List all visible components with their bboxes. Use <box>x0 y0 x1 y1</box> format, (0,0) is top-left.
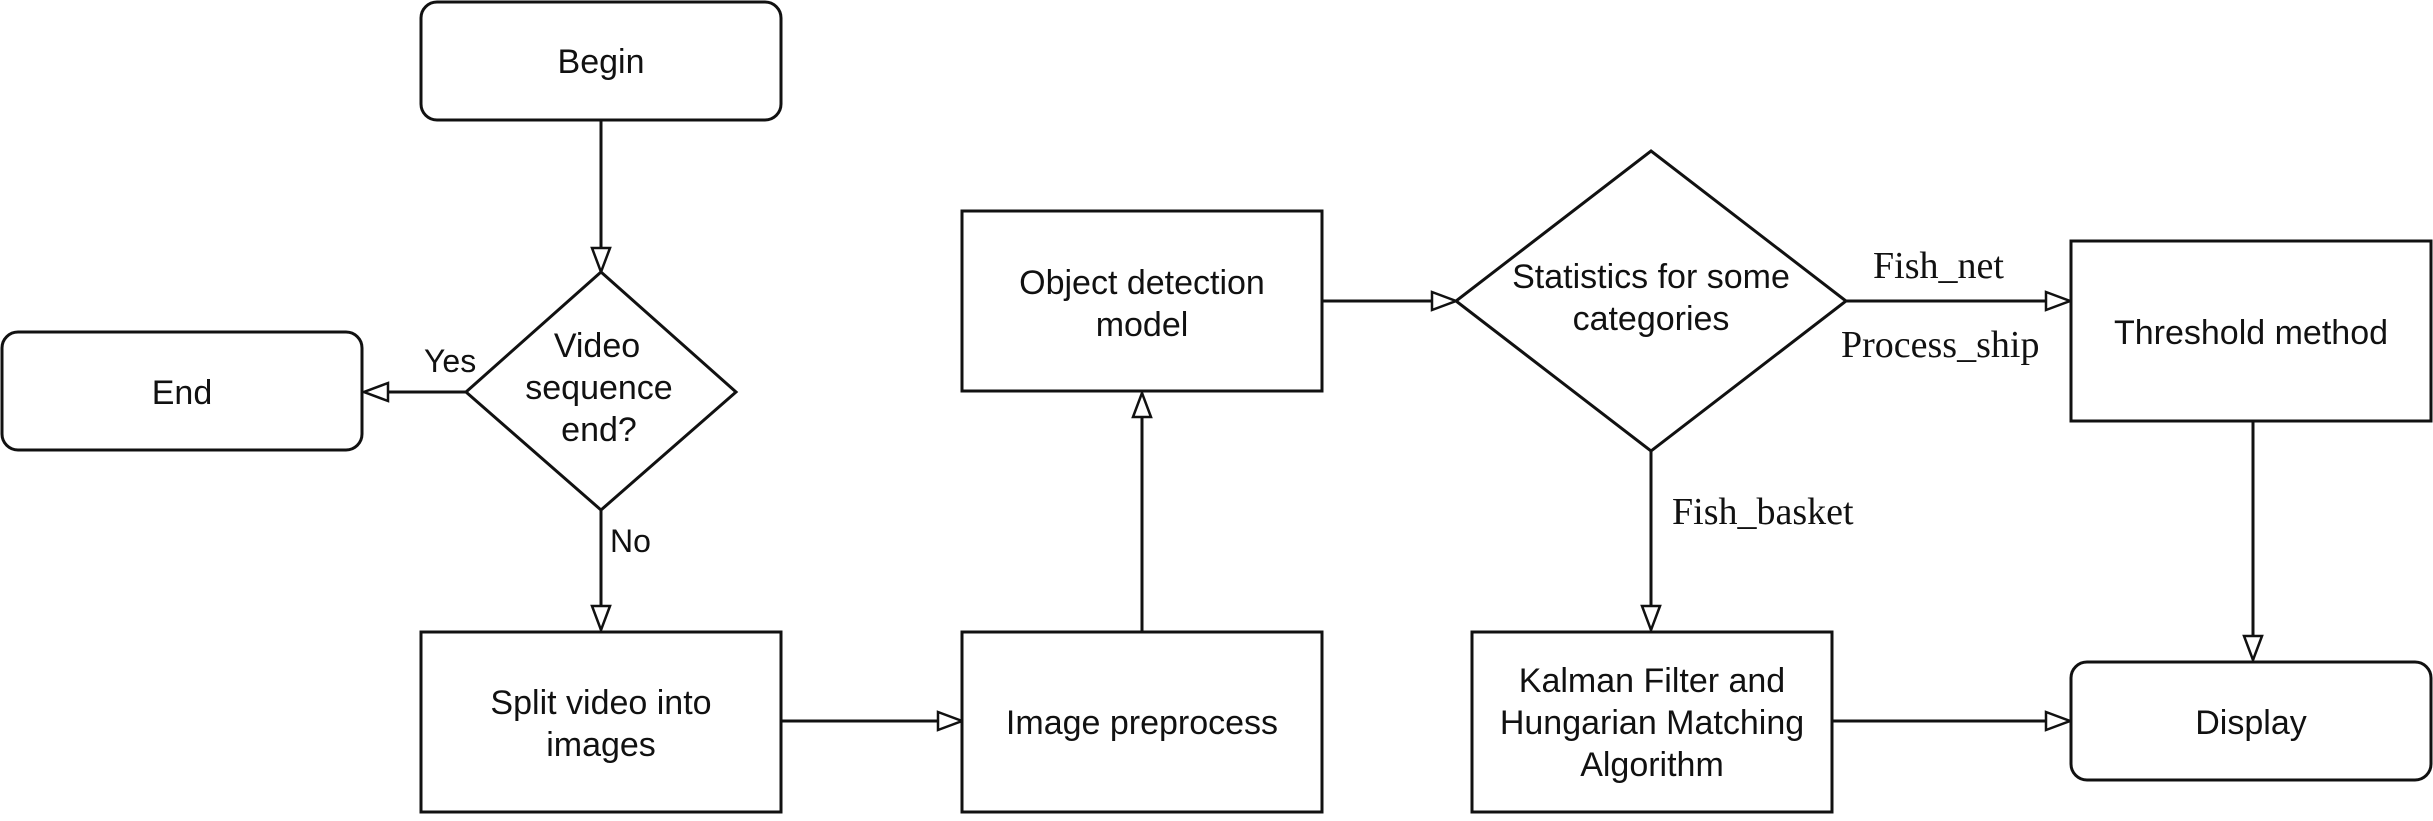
threshold-node <box>2069 239 2433 423</box>
decision-label-line-2: sequence <box>525 369 672 407</box>
decision-label-line-3: end? <box>561 411 637 449</box>
statistics-label-line-2: categories <box>1573 300 1730 338</box>
yes-edge-label: Yes <box>424 343 476 379</box>
detection-label-line-1: Object detection <box>1019 264 1265 302</box>
statistics-node <box>1453 149 1849 453</box>
split-label-line-1: Split video into <box>490 684 711 722</box>
kalman-label-line-1: Kalman Filter and <box>1519 662 1785 700</box>
begin-node <box>419 0 783 122</box>
end-label: End <box>152 374 213 412</box>
display-label: Display <box>2195 704 2306 742</box>
end-node <box>0 330 364 452</box>
fish-basket-edge-label: Fish_basket <box>1672 491 1854 533</box>
no-edge-label: No <box>610 523 651 559</box>
split-label-line-2: images <box>546 726 656 764</box>
begin-label: Begin <box>558 43 645 81</box>
detection-node <box>960 209 1324 393</box>
display-node <box>2069 660 2433 782</box>
detection-label-line-2: model <box>1096 306 1189 344</box>
threshold-label: Threshold method <box>2114 314 2388 352</box>
fish-net-edge-label: Fish_net <box>1873 245 2004 287</box>
process-ship-edge-label: Process_ship <box>1841 324 2039 366</box>
preprocess-label: Image preprocess <box>1006 704 1278 742</box>
kalman-node <box>1470 630 1834 814</box>
preprocess-node <box>960 630 1324 814</box>
statistics-label-line-1: Statistics for some <box>1512 258 1790 296</box>
kalman-label-line-3: Algorithm <box>1580 746 1724 784</box>
kalman-label-line-2: Hungarian Matching <box>1500 704 1804 742</box>
decision-node <box>463 269 739 512</box>
split-node <box>419 630 783 814</box>
decision-label-line-1: Video <box>554 327 640 365</box>
edges <box>364 120 2253 721</box>
